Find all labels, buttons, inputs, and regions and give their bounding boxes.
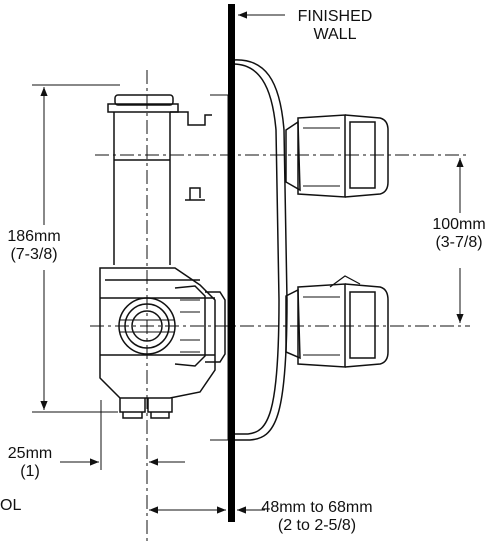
- height-dimension-label: 186mm (7-3/8): [2, 228, 66, 264]
- upper-handle: [285, 114, 389, 198]
- lower-handle: [285, 275, 389, 368]
- spacing-dimension-in: (3-7/8): [435, 234, 483, 251]
- centerlines: [90, 70, 470, 541]
- finished-wall: [228, 4, 235, 522]
- height-dimension-in: (7-3/8): [10, 246, 58, 263]
- offset-dimension-label: 25mm (1): [0, 445, 60, 481]
- escutcheon-plate: [210, 59, 288, 441]
- depth-dimension-mm: 48mm to 68mm: [261, 499, 373, 516]
- spacing-dimension-label: 100mm (3-7/8): [420, 216, 498, 252]
- depth-dimension-label: 48mm to 68mm (2 to 2-5/8): [242, 499, 392, 535]
- height-dimension-mm: 186mm: [7, 228, 61, 245]
- finished-wall-label: FINISHED WALL: [285, 8, 385, 44]
- finished-wall-label-line1: FINISHED: [297, 8, 373, 25]
- spacing-dimension-mm: 100mm: [432, 216, 486, 233]
- offset-dimension-in: (1): [20, 463, 40, 480]
- dimension-lines: [32, 11, 464, 514]
- partial-label: OL: [0, 497, 22, 514]
- finished-wall-label-line2: WALL: [313, 26, 357, 43]
- offset-dimension-mm: 25mm: [7, 445, 53, 462]
- depth-dimension-in: (2 to 2-5/8): [277, 517, 357, 534]
- valve-body: [99, 94, 226, 419]
